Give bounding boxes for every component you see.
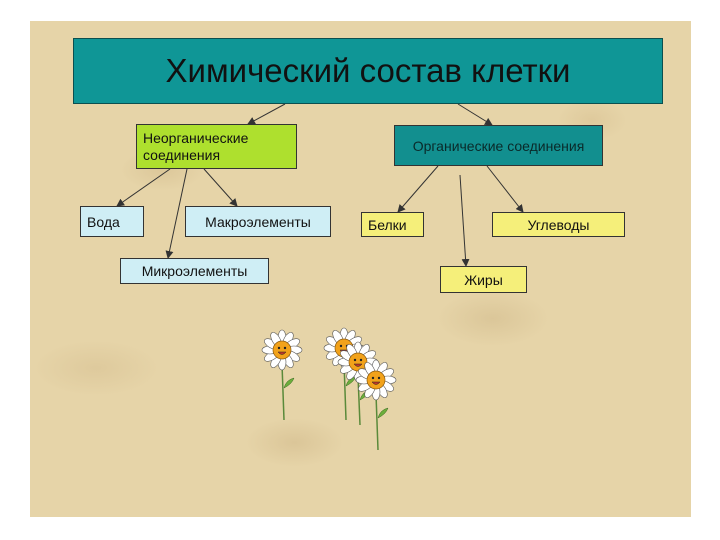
node-proteins: Белки	[361, 212, 424, 237]
node-inorganic-label: Неорганические соединения	[143, 130, 249, 163]
arrow-organic-to-fats	[459, 174, 470, 267]
node-fats-label: Жиры	[464, 271, 503, 288]
daisy-icon	[355, 359, 397, 451]
arrow-inorganic-to-micro	[165, 168, 188, 259]
node-water: Вода	[80, 206, 144, 237]
node-inorganic-compounds: Неорганические соединения	[136, 124, 297, 169]
node-carbs-label: Углеводы	[527, 216, 590, 233]
node-carbohydrates: Углеводы	[492, 212, 625, 237]
arrow-organic-to-proteins	[397, 165, 439, 213]
title-box: Химический состав клетки	[73, 38, 663, 104]
node-macroelements: Макроэлементы	[185, 206, 331, 237]
node-macro-label: Макроэлементы	[205, 213, 311, 230]
diagram-title: Химический состав клетки	[165, 52, 571, 89]
daisy-icon	[337, 341, 379, 426]
arrow-organic-to-carbs	[486, 165, 524, 213]
node-water-label: Вода	[87, 213, 120, 230]
arrow-inorganic-to-macro	[203, 168, 238, 207]
daisy-icon	[261, 329, 303, 421]
node-microelements: Микроэлементы	[120, 258, 269, 284]
node-micro-label: Микроэлементы	[141, 263, 248, 279]
arrow-inorganic-to-water	[116, 168, 171, 207]
arrow-title-to-organic	[457, 103, 493, 126]
node-fats: Жиры	[440, 266, 527, 293]
node-proteins-label: Белки	[368, 216, 407, 233]
node-organic-label: Органические соединения	[412, 137, 585, 154]
node-organic-compounds: Органические соединения	[394, 125, 603, 166]
arrow-title-to-inorganic	[247, 103, 286, 125]
